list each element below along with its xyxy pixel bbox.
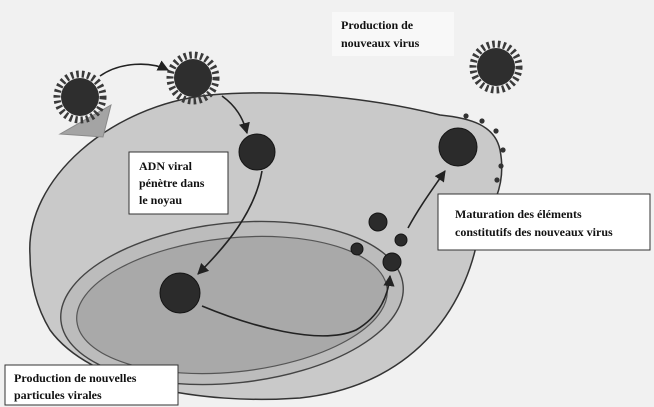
label-production-virus-line2: nouveaux virus [341,36,420,50]
membrane-protein [463,113,468,118]
virus-body [61,78,99,116]
membrane-protein [493,128,498,133]
label-maturation-line2: constitutifs des nouveaux virus [455,225,613,239]
viral-dna-nucleus [160,273,200,313]
label-dna-entry-line3: le noyau [139,193,182,207]
viral-component [369,213,387,231]
membrane-protein [479,118,484,123]
virus-body [174,59,212,97]
label-production-virus-line1: Production de [341,18,414,32]
viral-component [351,243,363,255]
viral-core-cytoplasm [239,134,275,170]
label-dna-entry-line1: ADN viral [139,159,193,173]
viral-core-budding [439,128,477,166]
viral-component [383,253,401,271]
viral-component [395,234,407,246]
membrane-protein [494,177,499,182]
label-dna-entry-line2: pénètre dans [139,176,205,190]
label-production-particles-line2: particules virales [14,388,102,402]
label-production-particles-line1: Production de nouvelles [14,371,137,385]
virus-body [477,48,515,86]
membrane-protein [498,163,503,168]
label-maturation-line1: Maturation des éléments [455,207,582,221]
membrane-protein [500,147,505,152]
label-box-maturation [438,194,650,250]
